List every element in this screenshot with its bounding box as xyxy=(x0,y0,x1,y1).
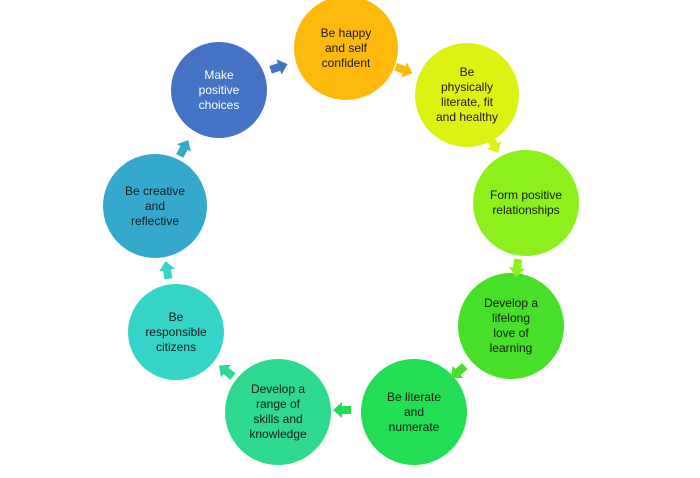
arrow-range-of-skills-to-responsible-citizens xyxy=(214,359,238,383)
node-label: Be creative and reflective xyxy=(124,183,186,228)
arrow-physically-literate-to-form-positive-relationships xyxy=(483,133,506,156)
node-label: Be happy and self confident xyxy=(320,25,372,70)
arrow-be-happy-to-physically-literate xyxy=(393,59,416,80)
node-form-positive-relationships: Form positive relationships xyxy=(473,150,579,256)
arrow-creative-and-reflective-to-positive-choices xyxy=(173,136,196,159)
arrow-positive-choices-to-be-happy xyxy=(268,57,290,78)
node-literate-and-numerate: Be literate and numerate xyxy=(361,359,467,465)
node-label: Be responsible citizens xyxy=(145,309,207,354)
node-positive-choices: Make positive choices xyxy=(171,42,267,138)
arrow-lifelong-love-of-learning-to-literate-and-numerate xyxy=(446,360,470,384)
node-responsible-citizens: Be responsible citizens xyxy=(128,284,224,380)
node-physically-literate: Be physically literate, fit and healthy xyxy=(415,43,519,147)
node-be-happy: Be happy and self confident xyxy=(294,0,398,100)
node-label: Be physically literate, fit and healthy xyxy=(435,65,499,124)
node-range-of-skills: Develop a range of skills and knowledge xyxy=(225,359,331,465)
node-label: Be literate and numerate xyxy=(386,389,442,434)
node-creative-and-reflective: Be creative and reflective xyxy=(103,154,207,258)
arrow-literate-and-numerate-to-range-of-skills xyxy=(333,402,351,418)
node-lifelong-love-of-learning: Develop a lifelong love of learning xyxy=(458,273,564,379)
node-label: Develop a range of skills and knowledge xyxy=(249,382,307,441)
node-label: Form positive relationships xyxy=(489,188,563,217)
node-label: Make positive choices xyxy=(198,67,240,112)
node-label: Develop a lifelong love of learning xyxy=(483,296,539,355)
arrow-form-positive-relationships-to-lifelong-love-of-learning xyxy=(508,258,526,278)
arrow-responsible-citizens-to-creative-and-reflective xyxy=(158,260,177,280)
